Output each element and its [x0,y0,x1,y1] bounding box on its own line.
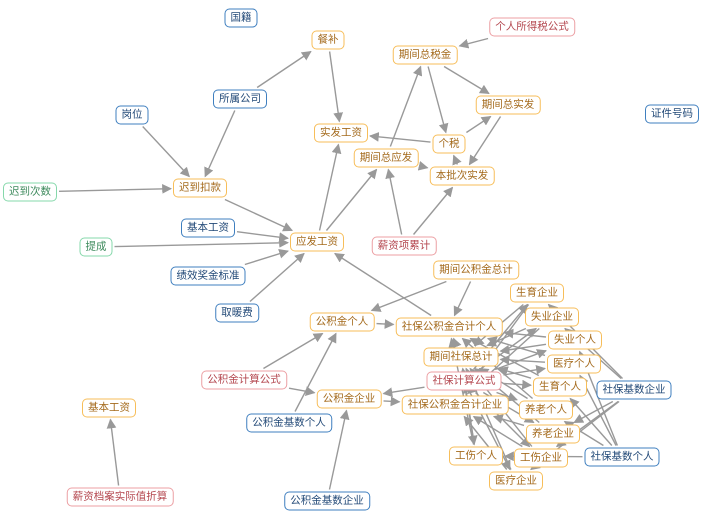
node-n29[interactable]: 公积金计算公式 [201,370,287,390]
node-n14[interactable]: 基本工资 [181,218,235,238]
node-n39[interactable]: 工伤企业 [514,448,568,468]
node-n10[interactable]: 期间总应发 [353,148,419,168]
node-n12[interactable]: 迟到次数 [3,182,57,202]
edge-n42-n34 [106,418,120,486]
node-n31[interactable]: 社保基数企业 [596,380,672,400]
edge-n24-n26 [486,327,527,347]
edge-n16-n8 [318,143,342,231]
node-n0[interactable]: 国籍 [224,8,258,28]
node-n30[interactable]: 生育个人 [533,377,587,397]
node-n25[interactable]: 失业个人 [548,330,602,350]
node-n38[interactable]: 工伤个人 [449,446,503,466]
edge-n21-n16 [249,252,305,303]
edge-n14-n16 [236,231,289,243]
node-n34[interactable]: 基本工资 [82,398,136,418]
node-n26[interactable]: 期间社保总计 [423,347,499,367]
edge-n25-n26 [499,343,547,355]
node-n35[interactable]: 养老个人 [519,400,573,420]
node-n41[interactable]: 医疗企业 [489,471,543,491]
node-n5[interactable]: 岗位 [115,105,149,125]
node-n6[interactable]: 期间总实发 [475,95,541,115]
node-n11[interactable]: 本批次实发 [429,166,495,186]
edge-n16-n10 [325,168,378,231]
node-n18[interactable]: 期间公积金总计 [433,260,519,280]
node-n15[interactable]: 提成 [79,237,113,257]
edge-n9-n6 [466,115,492,134]
edge-n32-n33 [383,396,401,407]
edge-n4-n1 [256,50,312,89]
edge-n13-n16 [224,198,293,232]
node-n24[interactable]: 失业企业 [525,307,579,327]
node-n2[interactable]: 个人所得税公式 [489,17,575,37]
edge-n1-n8 [328,51,344,123]
edge-n9-n8 [369,131,431,143]
edge-n28-n27 [503,364,546,376]
node-n17[interactable]: 薪资项累计 [371,236,437,256]
edge-n17-n11 [412,186,454,235]
edge-n40-n30 [569,397,613,446]
node-n13[interactable]: 迟到扣款 [173,178,227,198]
edge-n17-n10 [385,168,403,235]
node-n19[interactable]: 绩效奖金标准 [170,266,246,286]
edge-n23-n16 [334,252,432,317]
node-n3[interactable]: 期间总税金 [392,45,458,65]
node-n4[interactable]: 所属公司 [213,89,267,109]
node-n22[interactable]: 公积金个人 [309,312,375,332]
edge-n27-n26 [499,355,546,365]
node-n23[interactable]: 社保公积金合计个人 [395,317,503,337]
edge-n12-n13 [58,183,172,194]
edge-n2-n3 [458,37,489,49]
node-n42[interactable]: 薪资档案实际值折算 [66,487,174,507]
edge-n10-n11 [417,161,429,171]
node-n33[interactable]: 社保公积金合计企业 [401,395,509,415]
node-n1[interactable]: 餐补 [311,30,345,50]
edge-n37-n33 [492,414,525,427]
node-n20[interactable]: 生育企业 [510,283,564,303]
edge-n3-n9 [427,66,449,134]
edge-n31-n37 [573,400,614,424]
node-n32[interactable]: 公积金企业 [316,389,382,409]
node-n8[interactable]: 实发工资 [314,123,368,143]
edge-n28-n30 [503,379,532,390]
edge-n36-n22 [294,332,337,412]
edge-n4-n13 [204,110,236,178]
edge-n43-n32 [328,409,350,490]
edge-n3-n6 [443,65,490,95]
edge-n19-n16 [244,248,289,266]
node-n27[interactable]: 医疗个人 [547,354,601,374]
node-n36[interactable]: 公积金基数个人 [246,413,332,433]
node-n40[interactable]: 社保基数个人 [584,447,660,467]
edge-n18-n22 [370,280,447,312]
edge-n29-n32 [288,386,316,397]
node-n16[interactable]: 应发工资 [290,232,344,252]
edge-n11-n9 [452,154,462,166]
node-n43[interactable]: 公积金基数企业 [284,491,370,511]
edge-n10-n3 [389,65,423,147]
edge-n39-n33 [472,415,523,448]
node-n21[interactable]: 取暖费 [215,303,259,323]
edge-n28-n32 [382,386,425,398]
edge-n25-n23 [503,328,547,339]
node-n9[interactable]: 个税 [432,134,466,154]
edge-n15-n16 [114,237,289,248]
edge-n30-n26 [498,366,532,379]
node-n28[interactable]: 社保计算公式 [426,371,502,391]
node-n37[interactable]: 养老企业 [526,424,580,444]
edge-n18-n23 [453,281,472,317]
node-n7[interactable]: 证件号码 [645,104,699,124]
edge-n29-n22 [263,332,324,370]
edge-n6-n11 [468,116,502,166]
edge-n22-n23 [376,319,395,329]
edge-n26-n23 [452,337,462,349]
edge-n5-n13 [142,126,190,178]
